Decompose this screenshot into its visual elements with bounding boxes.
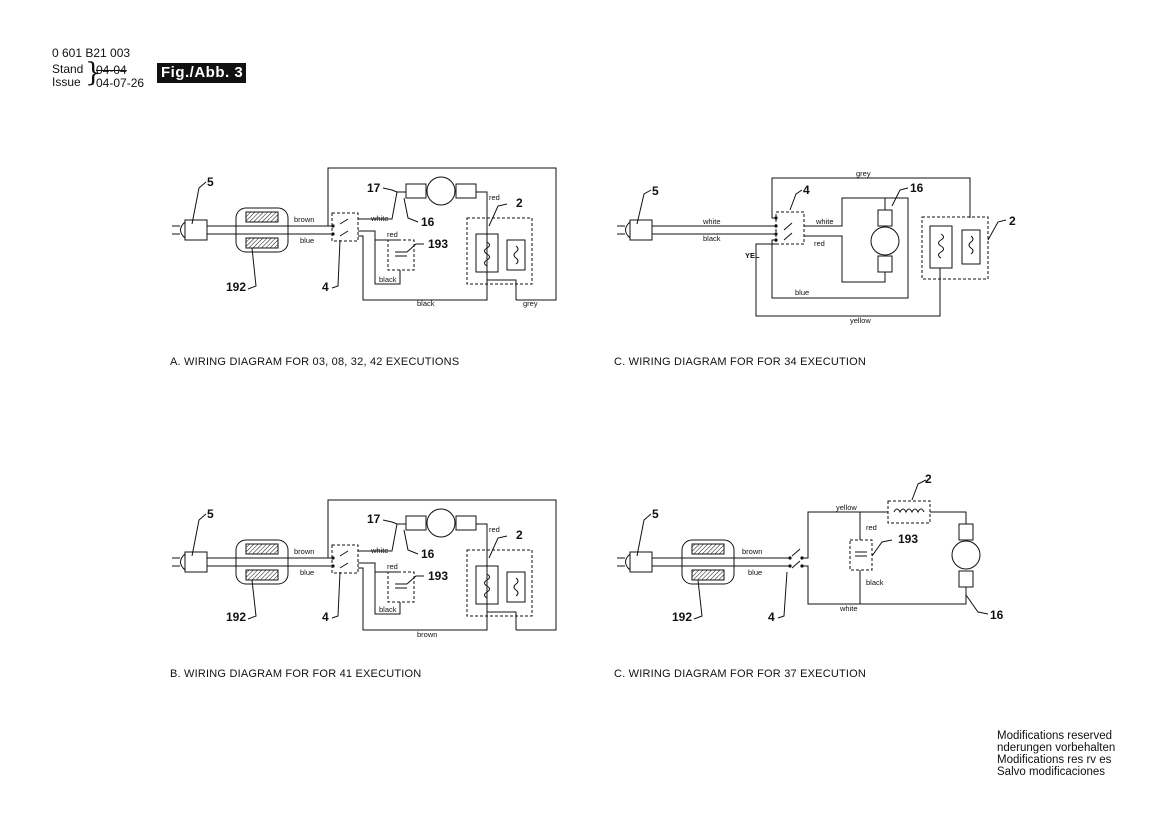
- diagram-c34: 5 4 16 2 grey white black white red YEL …: [617, 169, 1016, 325]
- wire-label: yellow: [836, 503, 857, 512]
- document-number: 0 601 B21 003: [52, 46, 131, 60]
- caption-diagram-a: A. WIRING DIAGRAM FOR 03, 08, 32, 42 EXE…: [170, 356, 460, 368]
- wire-label: grey: [523, 299, 538, 308]
- part-2: 2: [1009, 214, 1016, 228]
- part-5: 5: [207, 175, 214, 189]
- part-4: 4: [803, 183, 810, 197]
- wire-label: blue: [300, 568, 314, 577]
- part-193: 193: [428, 237, 448, 251]
- part-16: 16: [421, 215, 435, 229]
- part-4: 4: [768, 610, 775, 624]
- wire-label: black: [866, 578, 884, 587]
- wire-label: red: [814, 239, 825, 248]
- capacitor-icon: [387, 571, 415, 603]
- issue-label: Issue: [52, 75, 81, 89]
- figure-label: Fig./Abb. 3: [157, 63, 246, 83]
- switch-icon: [331, 212, 359, 242]
- plug-icon: [617, 551, 653, 573]
- part-16: 16: [990, 608, 1004, 622]
- caption-diagram-c37: C. WIRING DIAGRAM FOR FOR 37 EXECUTION: [614, 668, 867, 680]
- modifications-line: Modifications res rv es: [997, 754, 1112, 766]
- part-2: 2: [516, 528, 523, 542]
- plug-icon: [617, 219, 653, 241]
- diagram-c37: 5 192 4 2 193 16 brown blue yellow red b…: [617, 472, 1004, 624]
- motor-icon: [405, 176, 477, 206]
- wire-label: black: [379, 275, 397, 284]
- switch-icon: [788, 548, 804, 569]
- issue-date: 04-07-26: [96, 76, 145, 90]
- part-193: 193: [428, 569, 448, 583]
- wire-label: black: [379, 605, 397, 614]
- modifications-line: Salvo modificaciones: [997, 766, 1106, 778]
- wire-label: red: [866, 523, 877, 532]
- field-coil-icon: [466, 217, 533, 285]
- wire-label: blue: [748, 568, 762, 577]
- wire-label: blue: [795, 288, 809, 297]
- part-192: 192: [672, 610, 692, 624]
- part-17: 17: [367, 512, 381, 526]
- wire-label: brown: [417, 630, 437, 639]
- part-17: 17: [367, 181, 381, 195]
- wire-label: black: [417, 299, 435, 308]
- part-4: 4: [322, 280, 329, 294]
- wire-label: grey: [856, 169, 871, 178]
- motor-icon: [405, 508, 477, 538]
- part-5: 5: [207, 507, 214, 521]
- suppressor-icon: [235, 539, 289, 585]
- wire-label: yellow: [850, 316, 871, 325]
- modifications-line: nderungen vorbehalten: [997, 742, 1116, 754]
- capacitor-icon: [387, 239, 415, 271]
- part-5: 5: [652, 184, 659, 198]
- part-2: 2: [925, 472, 932, 486]
- part-16: 16: [421, 547, 435, 561]
- wire-label: white: [370, 546, 389, 555]
- suppressor-icon: [681, 539, 735, 585]
- part-192: 192: [226, 610, 246, 624]
- wire-label: white: [702, 217, 721, 226]
- part-192: 192: [226, 280, 246, 294]
- wire-label: black: [703, 234, 721, 243]
- switch-icon: [775, 211, 805, 245]
- field-coil-icon: [466, 549, 533, 617]
- wire-label: brown: [294, 547, 314, 556]
- switch-icon: [331, 544, 359, 574]
- part-4: 4: [322, 610, 329, 624]
- part-5: 5: [652, 507, 659, 521]
- plug-icon: [172, 551, 208, 573]
- wire-label: white: [839, 604, 858, 613]
- modifications-note: Modifications reserved nderungen vorbeha…: [997, 730, 1115, 778]
- motor-icon: [951, 523, 981, 588]
- part-2: 2: [516, 196, 523, 210]
- wire-label: red: [489, 193, 500, 202]
- wire-label: YEL: [745, 251, 760, 260]
- diagram-b: 5 192 4 17 16 2 193 brown blue white red…: [172, 499, 557, 639]
- wire-label: red: [387, 230, 398, 239]
- caption-diagram-c34: C. WIRING DIAGRAM FOR FOR 34 EXECUTION: [614, 356, 867, 368]
- modifications-line: Modifications reserved: [997, 730, 1113, 742]
- stand-label: Stand: [52, 62, 84, 76]
- wire-label: red: [489, 525, 500, 534]
- stand-date: 04-04: [96, 63, 127, 77]
- wire-label: white: [370, 214, 389, 223]
- wire-label: brown: [742, 547, 762, 556]
- plug-icon: [172, 219, 208, 241]
- diagram-a: 5 192 4 17 16 2 193 brown blue white red…: [172, 167, 557, 308]
- wire-label: blue: [300, 236, 314, 245]
- suppressor-icon: [235, 207, 289, 253]
- capacitor-icon: [849, 539, 873, 571]
- brace: }: [85, 58, 102, 88]
- part-193: 193: [898, 532, 918, 546]
- wire-label: white: [815, 217, 834, 226]
- wire-label: brown: [294, 215, 314, 224]
- motor-icon: [870, 209, 900, 273]
- field-coil-icon: [921, 216, 989, 280]
- wire-label: red: [387, 562, 398, 571]
- part-16: 16: [910, 181, 924, 195]
- caption-diagram-b: B. WIRING DIAGRAM FOR FOR 41 EXECUTION: [170, 668, 422, 680]
